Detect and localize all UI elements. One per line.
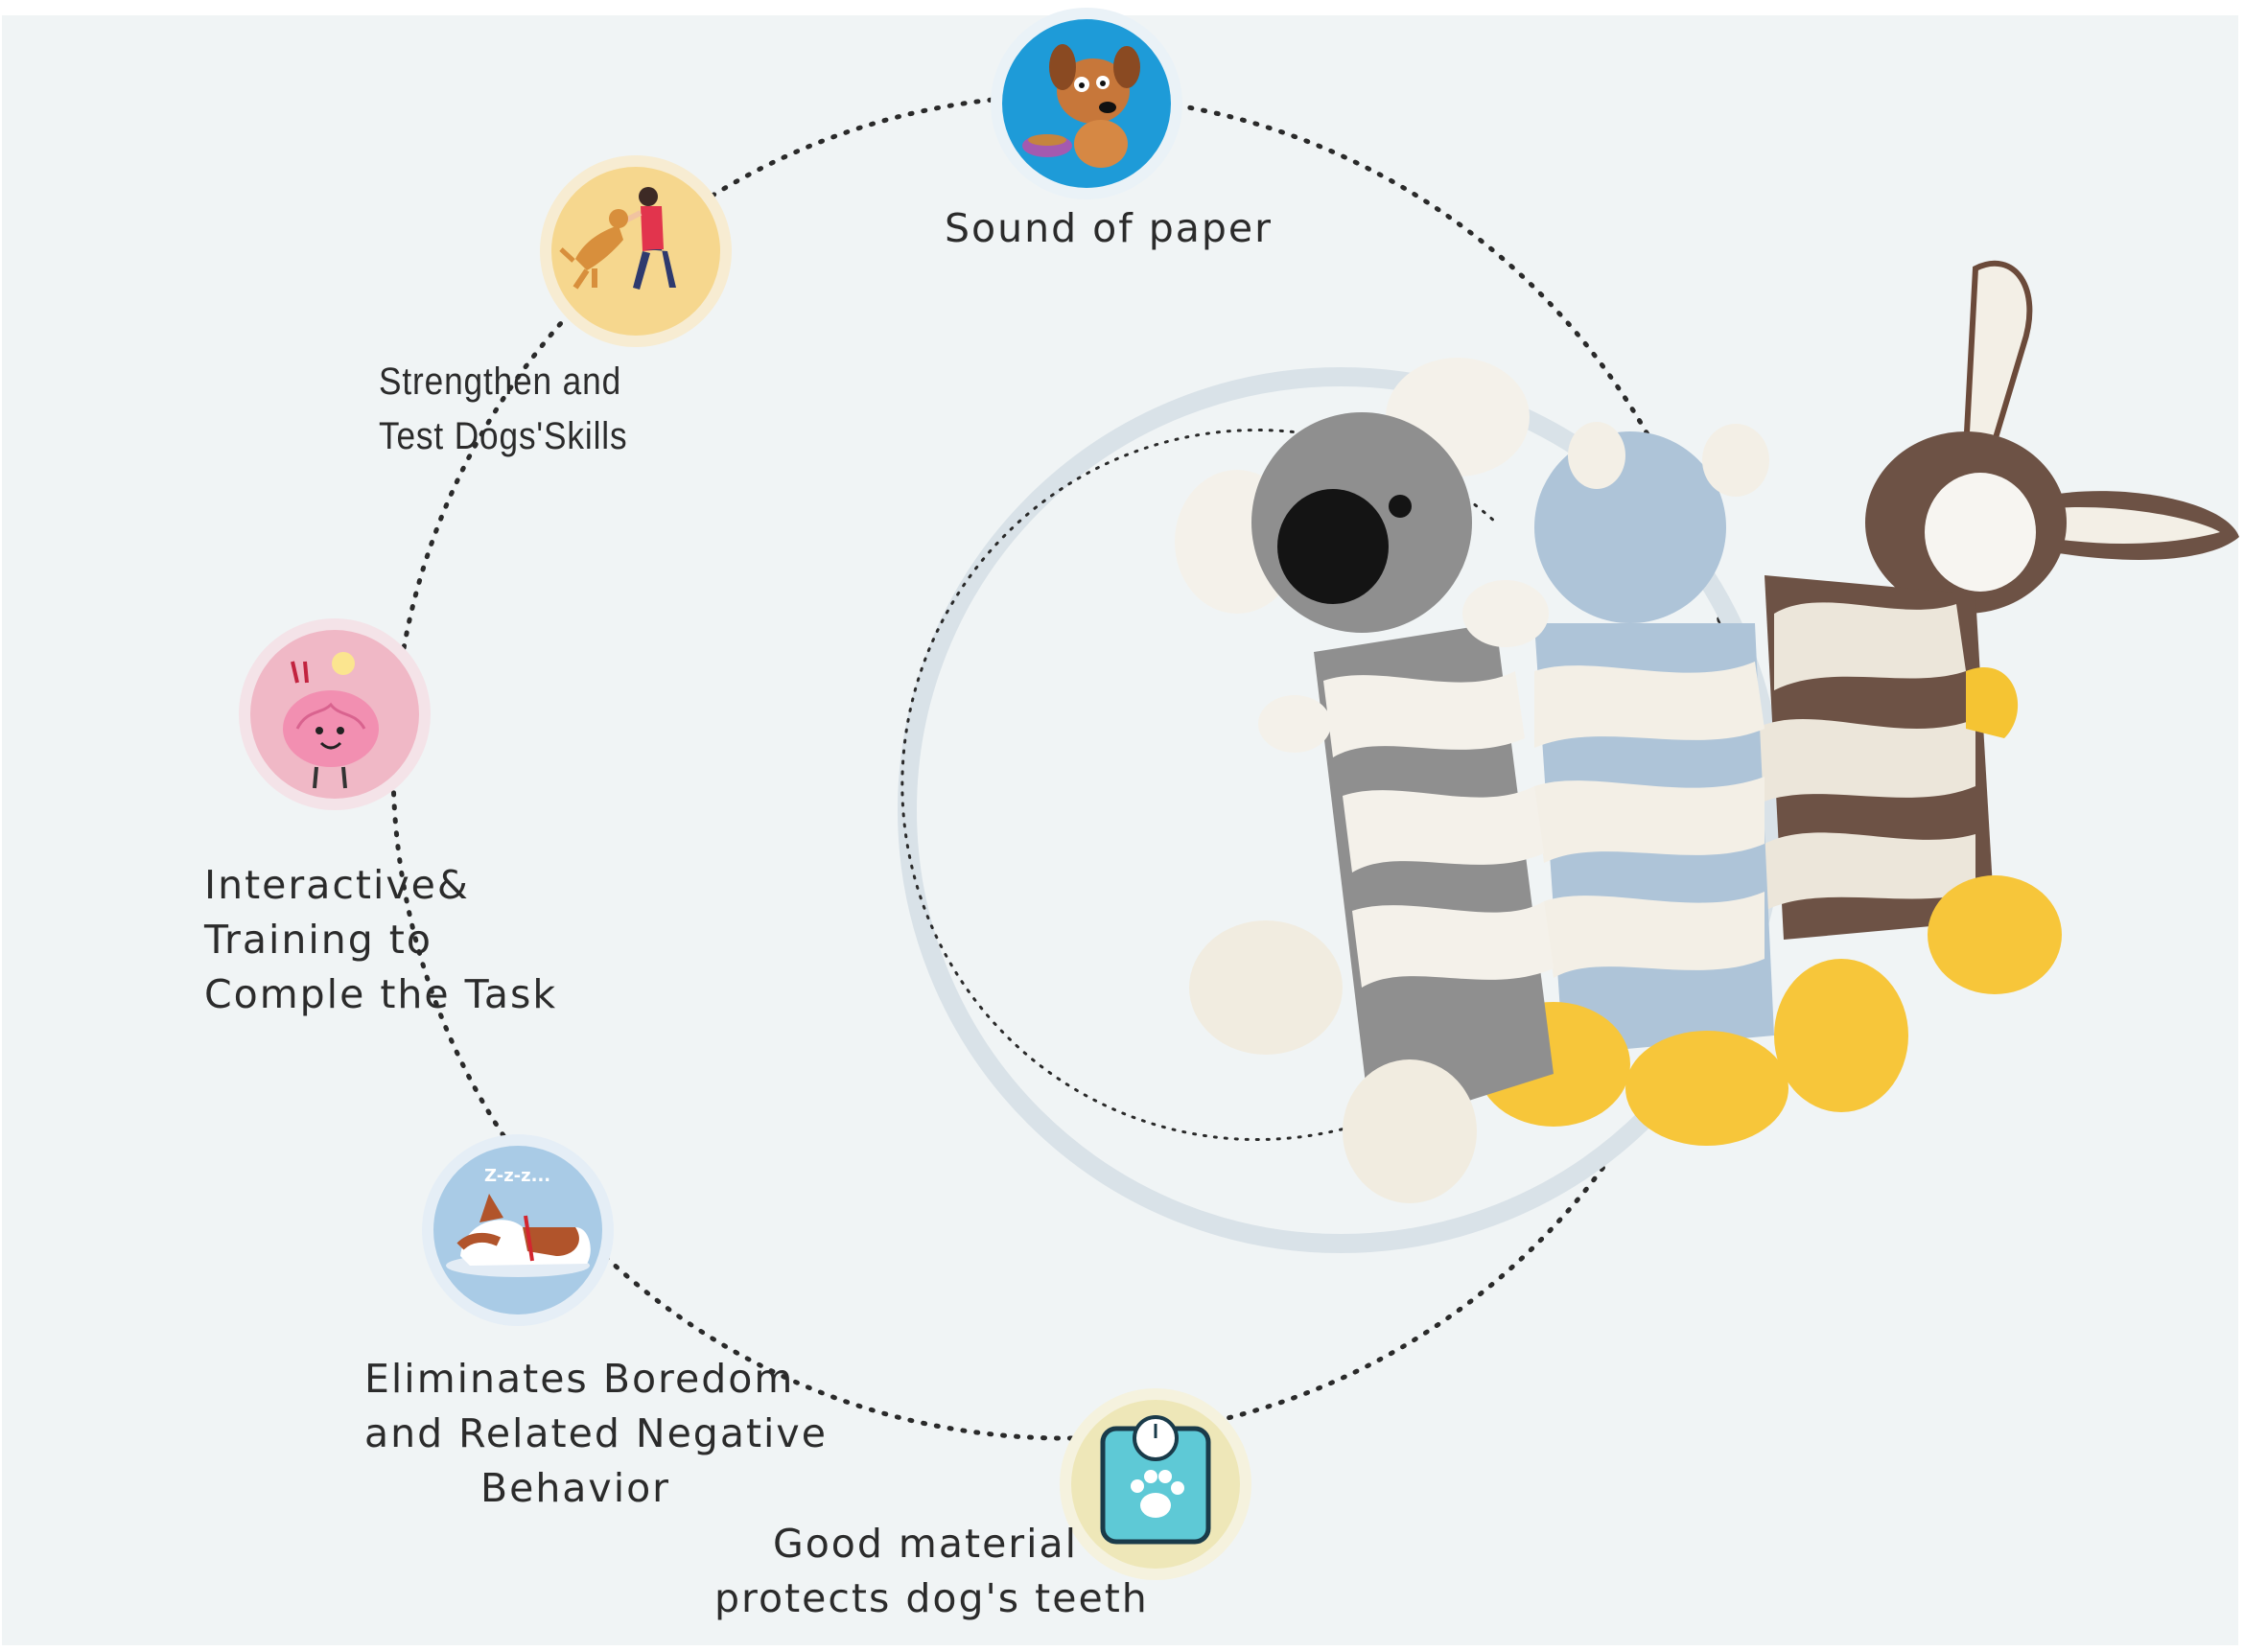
hippo-toy [1477, 422, 1788, 1146]
dog-with-bowl-icon [991, 8, 1182, 199]
feature-label-good-material: Good material protects dog's teeth [714, 1521, 1149, 1621]
brain-idea-icon [239, 618, 431, 810]
feature-label-interactive-training: Interactive& Training to Comple the Task [204, 862, 558, 1017]
paw-scale-icon [1060, 1388, 1251, 1580]
donkey-toy [1755, 260, 2239, 1112]
feature-label-eliminates-boredom: Eliminates Boredom and Related Negative … [364, 1356, 828, 1511]
koala-toy [1175, 358, 1554, 1203]
sleeping-dog-icon: Z-z-z... [422, 1134, 614, 1326]
feature-label-strengthen-skills: Strengthen and Test Dogs'Skills [379, 361, 628, 457]
svg-text:Z-z-z...: Z-z-z... [484, 1166, 550, 1186]
feature-label-sound-of-paper: Sound of paper [945, 205, 1273, 251]
inner-dotted-arc [900, 429, 1498, 1142]
inner-ring [898, 367, 1784, 1253]
person-training-dog-icon [540, 155, 732, 347]
